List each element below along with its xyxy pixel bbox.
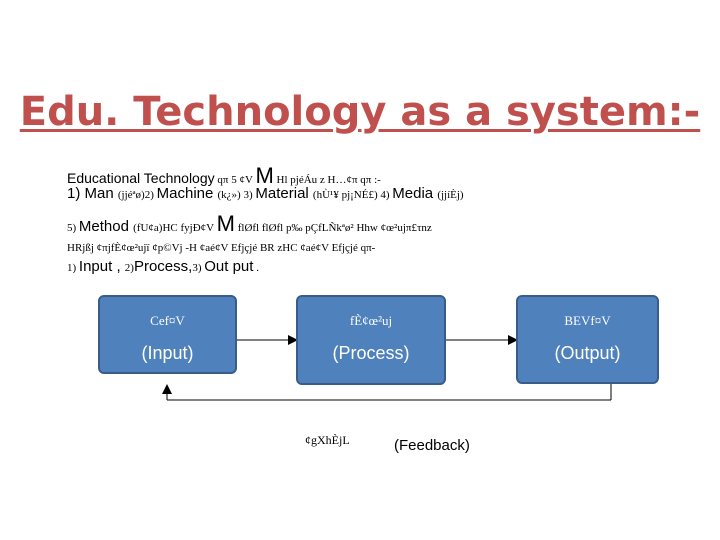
- component-material: Material: [255, 185, 313, 202]
- intro-bengali-1: qπ 5 ¢V: [214, 174, 256, 186]
- step-output: Out put: [204, 258, 254, 275]
- method-line: 5) Method (fU¢a)HC fyjÐ¢V M flØfl flØfl …: [67, 211, 432, 237]
- intro-term: Educational Technology: [67, 170, 215, 186]
- component-method: Method: [78, 218, 134, 235]
- component-man-note: (jjéªø)2): [117, 189, 157, 201]
- feedback-label: (Feedback): [394, 437, 470, 454]
- component-machine-note: (k¿») 3): [217, 189, 256, 201]
- component-media: Media: [392, 185, 438, 202]
- output-box-label-bengali: BEVf¤V: [564, 313, 611, 328]
- step-1-number: 1): [67, 262, 79, 274]
- components-line: 1) Man (jjéªø)2) Machine (k¿») 3) Materi…: [67, 185, 464, 202]
- component-material-note: (hÙ¹¥ pj¡NÉ£) 4): [312, 189, 393, 201]
- process-box-label-bengali: fÈ¢œ²uj: [349, 313, 393, 328]
- steps-line: 1) Input , 2)Process,3) Out put .: [67, 258, 259, 275]
- step-2-number: 2): [124, 262, 134, 274]
- process-box: fÈ¢œ²uj (Process): [296, 295, 446, 385]
- feedback-label-bengali: ¢gXhÈjL: [305, 433, 350, 447]
- input-box: Cef¤V (Input): [98, 295, 237, 374]
- input-box-label: (Input): [141, 343, 194, 363]
- method-note: (fU¢a)HC fyjÐ¢V: [133, 222, 217, 234]
- intro-line: Educational Technology qπ 5 ¢V M Hl pjéÁ…: [67, 163, 381, 189]
- page-title: Edu. Technology as a system:-: [19, 89, 701, 135]
- component-man: 1) Man: [67, 185, 118, 202]
- component-media-note: (jjíÈj): [437, 189, 464, 201]
- intro-m: M: [255, 163, 274, 188]
- input-box-label-bengali: Cef¤V: [150, 313, 185, 328]
- method-m: M: [216, 211, 235, 236]
- step-process: Process,: [133, 258, 193, 275]
- steps-end: .: [253, 262, 259, 274]
- system-line: HRjßj ¢πjfÈ¢œ²ujï ¢p©Vj -H ¢aé¢V Efjçjé …: [67, 242, 375, 254]
- method-number: 5): [67, 222, 79, 234]
- step-input: Input ,: [78, 258, 125, 275]
- step-3-number: 3): [192, 262, 205, 274]
- system-text: HRjßj ¢πjfÈ¢œ²ujï ¢p©Vj -H ¢aé¢V Efjçjé …: [67, 242, 376, 254]
- method-note-2: flØfl flØfl p‰ pÇfLÑkªø² Hhw ¢œ²ujπ£τnz: [234, 222, 432, 234]
- process-box-label: (Process): [332, 343, 410, 363]
- component-machine: Machine: [156, 185, 218, 202]
- output-box: BEVf¤V (Output): [516, 295, 659, 384]
- intro-bengali-2: Hl pjéÁu z H…¢π qπ :-: [273, 174, 381, 186]
- output-box-label: (Output): [554, 343, 621, 363]
